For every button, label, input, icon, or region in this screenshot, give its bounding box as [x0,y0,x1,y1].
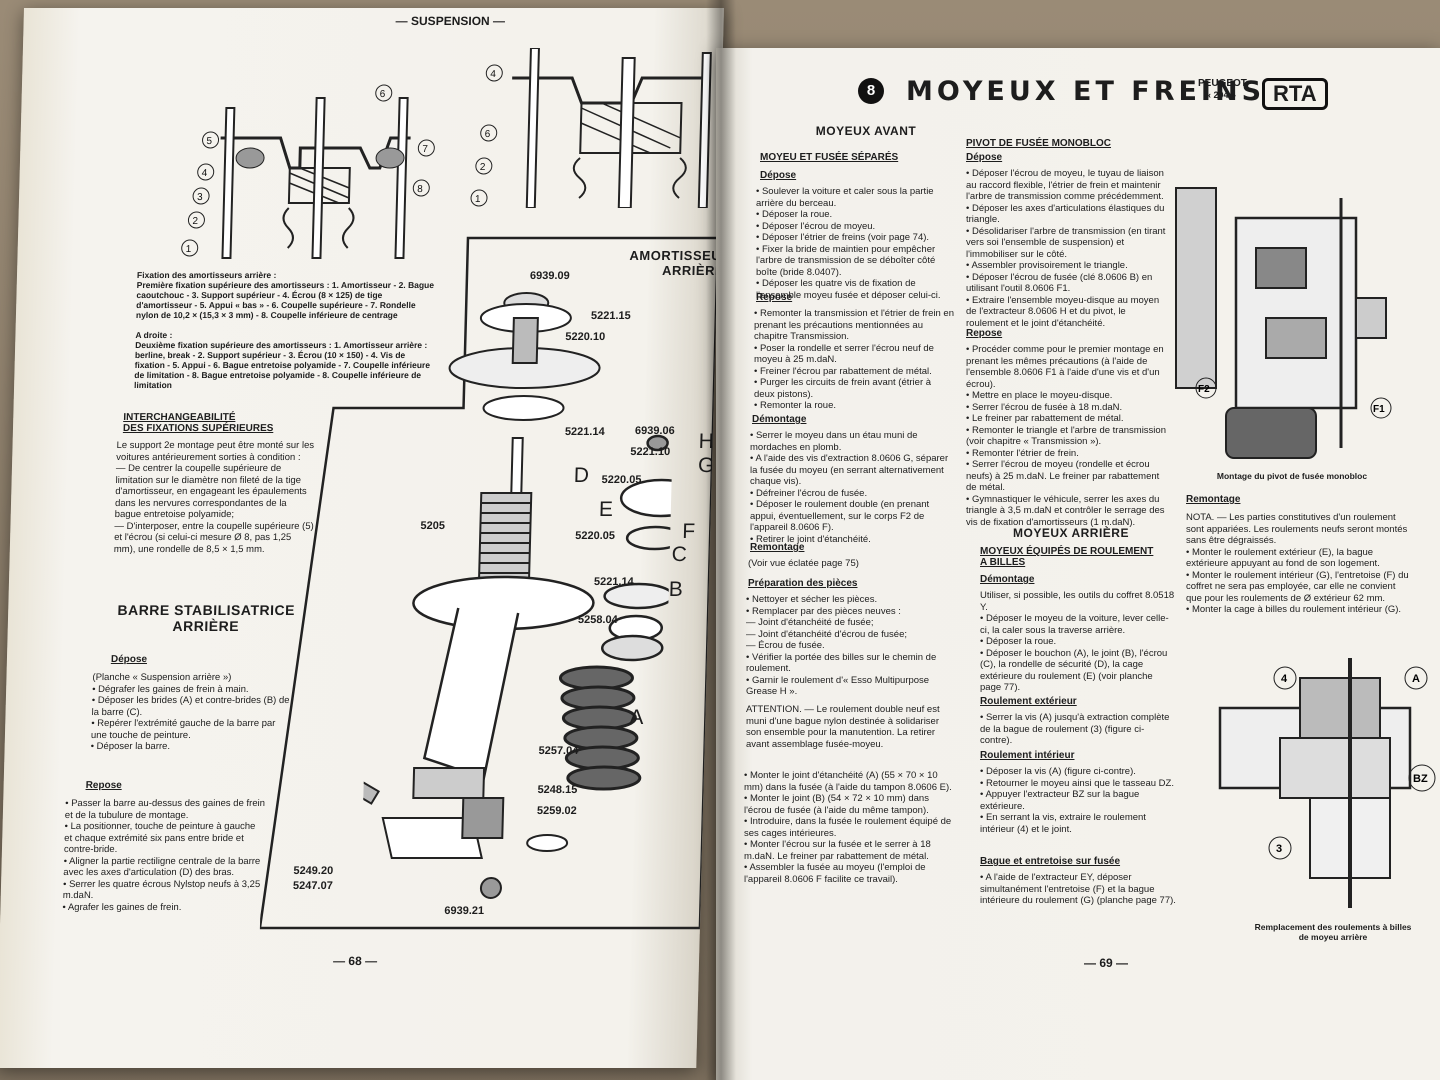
roulement-exterieur-title: Roulement extérieur [980,696,1077,707]
part-letter: A [629,706,644,729]
svg-text:2: 2 [192,216,198,227]
part-ref: 6939.06 [634,425,675,437]
part-ref: 5205 [420,520,446,532]
part-letter: C [671,543,688,566]
roulement-exterieur-text: • Serrer la vis (A) jusqu'à extraction c… [980,712,1170,746]
svg-text:8: 8 [417,184,423,195]
repose-text: • Procéder comme pour le premier montage… [966,344,1166,528]
depose-text: (Planche « Suspension arrière ») • Dégra… [90,672,290,752]
svg-text:1: 1 [186,244,192,255]
fig-label: 3 [1276,843,1282,855]
repose-text: • Passer la barre au-dessus des gaines d… [62,798,266,913]
part-ref: 5249.20 [293,865,334,877]
page-number-right: — 69 — [1084,956,1129,970]
rta-logo: RTA [1262,78,1328,110]
steps-text: • Monter le joint d'étanchéité (A) (55 ×… [744,770,952,885]
svg-text:6: 6 [380,89,386,100]
remontage-text: (Voir vue éclatée page 75) [748,558,859,569]
part-ref: 5220.05 [601,474,642,486]
demontage-title: Démontage [752,414,807,425]
repose-title: Repose [85,780,122,791]
svg-text:2: 2 [480,162,486,173]
demontage-text: Utiliser, si possible, les outils du cof… [980,590,1175,693]
svg-text:5: 5 [206,136,212,147]
right-page: 8 MOYEUX ET FREINS PEUGEOT « 204 » RTA M… [716,48,1440,1080]
part-letter: E [598,498,614,521]
depose-title: Dépose [966,152,1003,163]
fig-label: A [1412,673,1420,685]
part-ref: 5220.05 [575,530,616,542]
model-label: « 204 » [1206,90,1237,100]
roulement-interieur-text: • Déposer la vis (A) (figure ci-contre).… [980,766,1174,835]
part-ref: 6939.21 [444,905,485,917]
part-ref: 5258.04 [577,614,618,626]
fig-label: F1 [1373,404,1385,415]
roulements-figure: 4 A BZ 3 [1218,658,1436,908]
part-ref: 5259.02 [536,805,577,817]
part-ref: 5221.14 [593,576,634,588]
fig-label: F2 [1198,384,1210,395]
part-ref: 5248.15 [537,784,578,796]
svg-text:7: 7 [422,144,428,155]
bague-title: Bague et entretoise sur fusée [980,856,1121,867]
part-letter: D [573,464,590,487]
depose-title: Dépose [110,654,148,665]
roulement-interieur-title: Roulement intérieur [980,750,1075,761]
depose-text: • Soulever la voiture et caler sous la p… [756,186,941,301]
demontage-title: Démontage [980,574,1035,585]
section-badge: 8 [858,78,884,104]
remontage-title: Remontage [1186,494,1241,505]
barre-title: BARRE STABILISATRICE ARRIÈRE [117,602,296,634]
part-letter: F [681,520,696,543]
moyeux-avant-heading: MOYEUX AVANT [815,124,917,138]
prep-title: Préparation des pièces [748,578,858,589]
part-ref: 5247.07 [292,880,333,892]
repose-text: • Remonter la transmission et l'étrier d… [754,308,954,411]
part-ref: 5221.10 [630,446,671,458]
running-head: — SUSPENSION — [395,14,506,28]
rta-logo-text: RTA [1273,81,1317,106]
book-gutter [706,0,736,1080]
fig-label: 4 [1281,673,1288,685]
demontage-text: • Serrer le moyeu dans un étau muni de m… [750,430,949,545]
attention-text: ATTENTION. — Le roulement double neuf es… [746,704,940,750]
svg-text:4: 4 [490,69,496,80]
pivot-fusee-figure: F2 F1 [1175,187,1392,459]
nota-text: NOTA. — Les parties constitutives d'un r… [1186,512,1409,615]
page-number-left: — 68 — [332,954,378,968]
bague-text: • A l'aide de l'extracteur EY, déposer s… [980,872,1176,906]
svg-text:3: 3 [197,192,203,203]
fig-label: BZ [1413,773,1428,785]
roulements-figure-caption: Remplacement des roulements à billes de … [1254,922,1412,942]
remontage-title: Remontage [750,542,805,553]
left-page: — SUSPENSION — 5 4 3 2 1 7 8 6 4 [0,8,725,1068]
moyeux-billes-heading: MOYEUX ÉQUIPÉS DE ROULEMENT A BILLES [980,546,1154,568]
upper-mount-figure-2: 4 6 2 1 3 5 7 8 [470,48,712,208]
moyeux-arriere-heading: MOYEUX ARRIÈRE [1013,526,1129,540]
part-ref: 6939.09 [529,270,570,282]
pivot-figure-caption: Montage du pivot de fusée monobloc [1216,471,1368,481]
upper-mount-figure-1: 5 4 3 2 1 7 8 6 [181,84,435,259]
part-ref: 5257.04 [538,745,579,757]
part-letter: B [668,578,684,601]
svg-text:6: 6 [485,129,491,140]
interchange-title: INTERCHANGEABILITÉ DES FIXATIONS SUPÉRIE… [122,412,274,434]
repose-title: Repose [966,328,1003,339]
svg-text:4: 4 [202,168,208,179]
moyeu-fusee-heading: MOYEU ET FUSÉE SÉPARÉS [760,152,899,163]
part-ref: 5221.14 [564,426,605,438]
part-ref: 5220.10 [565,331,606,343]
depose-text: • Déposer l'écrou de moyeu, le tuyau de … [966,168,1166,329]
prep-text: • Nettoyer et sécher les pièces. • Rempl… [746,594,937,697]
svg-text:1: 1 [475,194,481,205]
pivot-heading: PIVOT DE FUSÉE MONOBLOC [966,138,1112,149]
shock-absorber-exploded-view [359,292,678,899]
repose-title: Repose [756,292,793,303]
chapter-title: MOYEUX ET FREINS [906,76,1266,107]
depose-title: Dépose [760,170,797,181]
part-ref: 5221.15 [590,310,631,322]
brand-label: PEUGEOT [1198,78,1247,89]
interchange-text: Le support 2e montage peut être monté su… [113,440,315,555]
